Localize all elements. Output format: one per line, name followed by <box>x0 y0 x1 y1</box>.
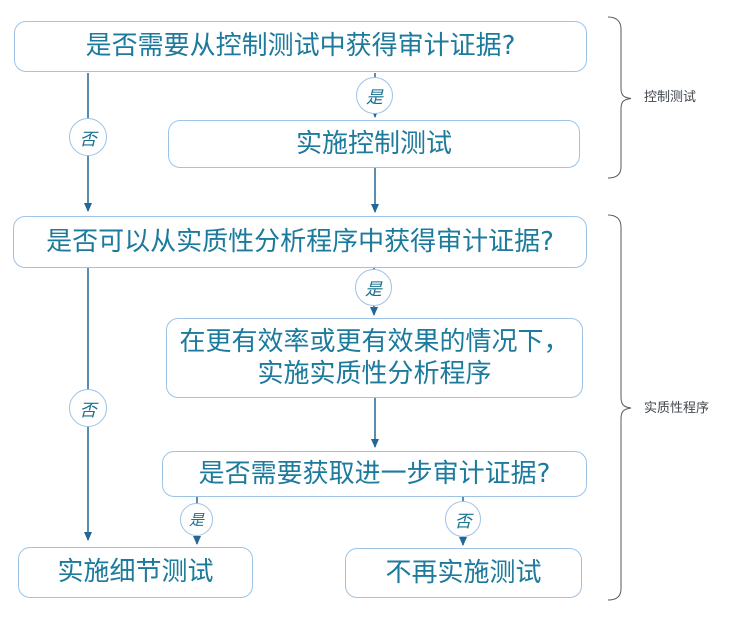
box-question-control-test-label: 是否需要从控制测试中获得审计证据? <box>85 31 516 62</box>
box-question-further-evidence: 是否需要获取进一步审计证据? <box>162 451 587 497</box>
box-do-substantive-analytics-line2: 实施实质性分析程序 <box>257 359 492 389</box>
box-do-control-test: 实施控制测试 <box>168 120 580 168</box>
brace-label-control-testing: 控制测试 <box>644 90 697 105</box>
brace-substantive-procedures <box>607 214 632 601</box>
box-question-substantive-analytics-label: 是否可以从实质性分析程序中获得审计证据? <box>46 226 554 257</box>
brace-control-testing <box>607 16 632 179</box>
box-do-substantive-analytics: 在更有效率或更有效果的情况下， 实施实质性分析程序 <box>166 318 583 398</box>
yes-label-circle-control: 是 <box>356 77 393 114</box>
yes-label-circle-further: 是 <box>180 503 213 536</box>
no-label-circle-control: 否 <box>69 118 107 156</box>
yes-label-circle-substantive: 是 <box>355 269 392 306</box>
box-do-control-test-label: 实施控制测试 <box>295 128 452 159</box>
box-question-further-evidence-label: 是否需要获取进一步审计证据? <box>198 458 551 489</box>
no-label-circle-substantive: 否 <box>69 389 107 427</box>
no-label: 否 <box>454 511 472 532</box>
no-label: 否 <box>79 129 97 150</box>
box-do-detail-test-label: 实施细节测试 <box>57 557 214 588</box>
box-question-control-test: 是否需要从控制测试中获得审计证据? <box>14 21 587 72</box>
yes-label: 是 <box>188 511 204 529</box>
brace-label-substantive-procedures: 实质性程序 <box>644 401 710 416</box>
box-no-more-test: 不再实施测试 <box>345 548 582 598</box>
box-do-substantive-analytics-line1: 在更有效率或更有效果的情况下， <box>179 326 570 357</box>
box-no-more-test-label: 不再实施测试 <box>385 557 542 588</box>
yes-label: 是 <box>366 88 383 108</box>
box-do-detail-test: 实施细节测试 <box>18 547 253 598</box>
yes-label: 是 <box>365 280 382 300</box>
no-label-circle-further: 否 <box>445 501 481 537</box>
no-label: 否 <box>79 400 97 421</box>
box-question-substantive-analytics: 是否可以从实质性分析程序中获得审计证据? <box>13 216 587 268</box>
